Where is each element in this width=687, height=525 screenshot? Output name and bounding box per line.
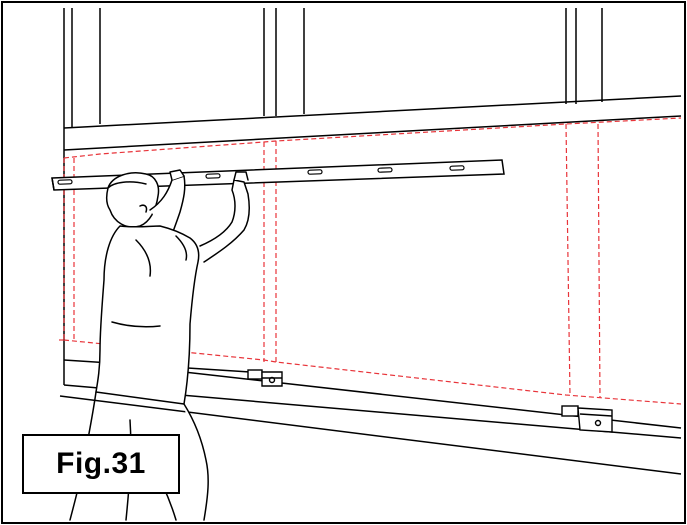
- figure-label: Fig.31: [22, 434, 180, 494]
- rail-slots: [57, 165, 465, 185]
- mounting-bracket-right: [561, 405, 613, 433]
- track-rail: [51, 159, 505, 191]
- header-beam: [63, 95, 682, 151]
- wall-studs: [63, 8, 603, 128]
- mounting-bracket-left: [247, 369, 283, 387]
